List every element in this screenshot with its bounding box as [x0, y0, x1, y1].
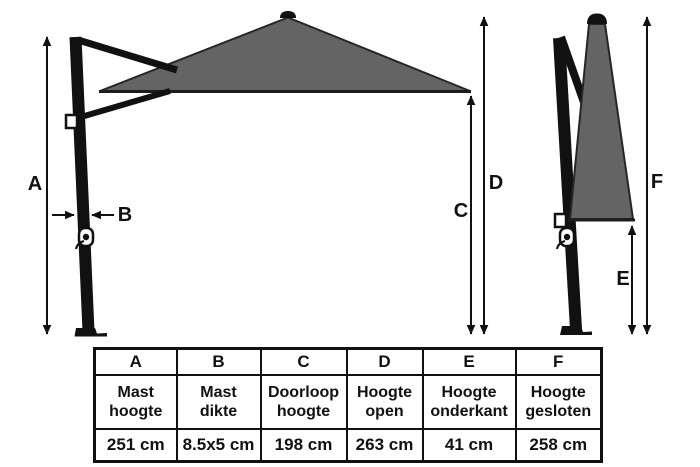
dimensions-table: A B C D E F Mast hoogte Mast dikte Doorl… — [93, 347, 603, 463]
table-letter-cell-d: D — [345, 347, 424, 376]
label-line: Hoogte — [441, 384, 497, 401]
label-line: onderkant — [430, 403, 508, 420]
table-value-cell-e: 41 cm — [421, 428, 517, 463]
closed-mount-bracket-icon — [553, 212, 568, 229]
dim-label-d: D — [488, 172, 504, 194]
table-label-row: Mast hoogte Mast dikte Doorloop hoogte H… — [93, 374, 603, 430]
label-line: open — [365, 403, 404, 420]
table-value-cell-c: 198 cm — [259, 428, 348, 463]
open-parasol-drawing — [64, 11, 471, 337]
finial-cap-icon — [280, 11, 296, 18]
label-line: gesloten — [525, 403, 592, 420]
canopy-shape — [99, 16, 471, 92]
label-line: hoogte — [109, 403, 163, 420]
table-value-row: 251 cm 8.5x5 cm 198 cm 263 cm 41 cm 258 … — [93, 428, 603, 463]
table-letter-cell-a: A — [93, 347, 178, 376]
dim-label-a: A — [27, 173, 43, 195]
label-line: Doorloop — [267, 384, 340, 401]
table-value-cell-b: 8.5x5 cm — [175, 428, 262, 463]
table-label-cell-d: Hoogte open — [345, 374, 424, 430]
label-line: Hoogte — [356, 384, 413, 401]
table-label-cell-c: Doorloop hoogte — [259, 374, 348, 430]
table-letter-cell-e: E — [421, 347, 517, 376]
closed-crank-icon — [556, 226, 576, 250]
table-letter-cell-f: F — [514, 347, 603, 376]
closed-canopy-shape — [569, 23, 634, 220]
table-value-cell-f: 258 cm — [514, 428, 603, 463]
table-letter-cell-b: B — [175, 347, 262, 376]
dim-label-c: C — [453, 200, 469, 222]
label-line: Mast — [117, 384, 154, 401]
label-line: dikte — [199, 403, 238, 420]
dim-label-e: E — [616, 268, 630, 290]
dim-label-b: B — [117, 204, 133, 226]
table-label-cell-b: Mast dikte — [175, 374, 262, 430]
table-value-cell-d: 263 cm — [345, 428, 424, 463]
upper-arm-shape — [76, 36, 179, 74]
label-line: Hoogte — [530, 384, 586, 401]
mount-bracket-icon — [64, 113, 79, 130]
closed-mast-foot-shape — [560, 326, 592, 335]
table-label-cell-a: Mast hoogte — [93, 374, 178, 430]
table-value-cell-a: 251 cm — [93, 428, 178, 463]
lower-arm-shape — [80, 88, 171, 120]
table-letter-cell-c: C — [259, 347, 348, 376]
mast-shape — [69, 36, 95, 332]
label-line: hoogte — [276, 403, 331, 420]
crank-icon — [75, 226, 95, 250]
closed-parasol-drawing — [553, 13, 635, 335]
label-line: Mast — [200, 384, 237, 401]
dim-label-f: F — [650, 171, 664, 193]
dimension-arrows — [42, 16, 652, 335]
table-label-cell-e: Hoogte onderkant — [421, 374, 517, 430]
mast-foot-shape — [74, 328, 107, 337]
closed-finial-cap-icon — [587, 13, 607, 24]
table-letter-row: A B C D E F — [93, 347, 603, 376]
table-label-cell-f: Hoogte gesloten — [514, 374, 603, 430]
closed-mast-shape — [553, 37, 582, 330]
